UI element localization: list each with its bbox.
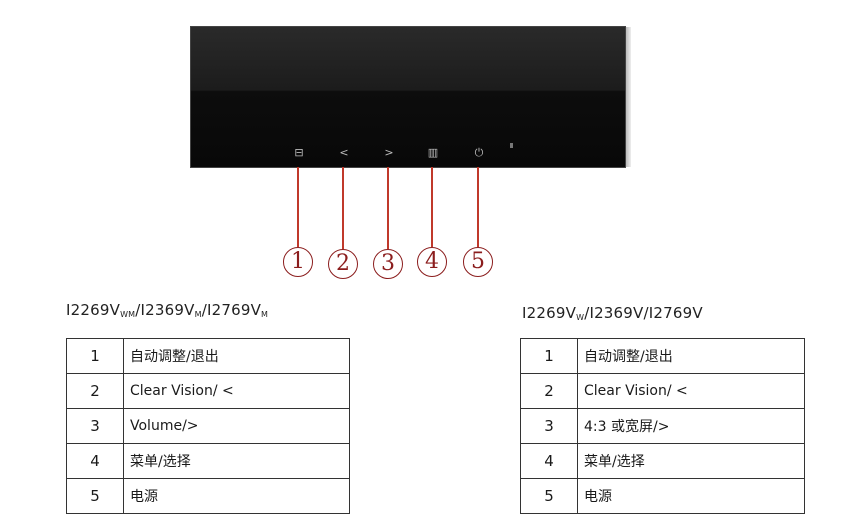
- key-function: 自动调整/退出: [577, 338, 805, 374]
- key-number: 1: [520, 338, 578, 374]
- key-number: 2: [66, 373, 124, 409]
- leader-line-3: [387, 167, 389, 249]
- table-row: 1 自动调整/退出: [66, 338, 350, 374]
- key-function: Clear Vision/ <: [577, 373, 805, 409]
- key-number: 4: [66, 443, 124, 479]
- key-number: 3: [520, 408, 578, 444]
- monitor-side-edge: [626, 27, 631, 167]
- callout-3: 3: [373, 249, 403, 279]
- callout-5: 5: [463, 247, 493, 277]
- chevron-right-icon[interactable]: >: [384, 146, 394, 159]
- key-function: 自动调整/退出: [123, 338, 350, 374]
- key-function: 菜单/选择: [577, 443, 805, 479]
- key-function: 电源: [123, 478, 350, 514]
- callout-2: 2: [328, 249, 358, 279]
- leader-line-2: [342, 167, 344, 249]
- menu-icon[interactable]: ▥: [427, 146, 439, 159]
- key-function: Clear Vision/ <: [123, 373, 350, 409]
- right-model-caption: I2269VW/I2369V/I2769V: [522, 304, 703, 322]
- key-function: 电源: [577, 478, 805, 514]
- leader-line-1: [297, 167, 299, 247]
- callout-1: 1: [283, 247, 313, 277]
- key-number: 2: [520, 373, 578, 409]
- leader-line-4: [431, 167, 433, 247]
- table-row: 2 Clear Vision/ <: [66, 373, 350, 409]
- table-row: 5 电源: [66, 478, 350, 514]
- table-row: 4 菜单/选择: [66, 443, 350, 479]
- monitor-bezel: ⊟ < > ▥ ⏻: [190, 26, 631, 168]
- power-led: [510, 143, 513, 148]
- table-row: 3 Volume/>: [66, 408, 350, 444]
- table-row: 5 电源: [520, 478, 805, 514]
- leader-line-5: [477, 167, 479, 247]
- key-function: 菜单/选择: [123, 443, 350, 479]
- table-row: 3 4:3 或宽屏/>: [520, 408, 805, 444]
- power-icon[interactable]: ⏻: [474, 146, 484, 159]
- table-row: 1 自动调整/退出: [520, 338, 805, 374]
- right-key-table: 1 自动调整/退出 2 Clear Vision/ < 3 4:3 或宽屏/> …: [520, 338, 805, 514]
- key-function: Volume/>: [123, 408, 350, 444]
- key-number: 5: [66, 478, 124, 514]
- table-row: 4 菜单/选择: [520, 443, 805, 479]
- auto-adjust-icon[interactable]: ⊟: [294, 146, 304, 159]
- key-number: 5: [520, 478, 578, 514]
- table-row: 2 Clear Vision/ <: [520, 373, 805, 409]
- key-number: 1: [66, 338, 124, 374]
- key-number: 4: [520, 443, 578, 479]
- left-key-table: 1 自动调整/退出 2 Clear Vision/ < 3 Volume/> 4…: [66, 338, 350, 514]
- chevron-left-icon[interactable]: <: [339, 146, 349, 159]
- key-function: 4:3 或宽屏/>: [577, 408, 805, 444]
- key-number: 3: [66, 408, 124, 444]
- callout-4: 4: [417, 247, 447, 277]
- left-model-caption: I2269VWM/I2369VM/I2769VM: [66, 301, 269, 319]
